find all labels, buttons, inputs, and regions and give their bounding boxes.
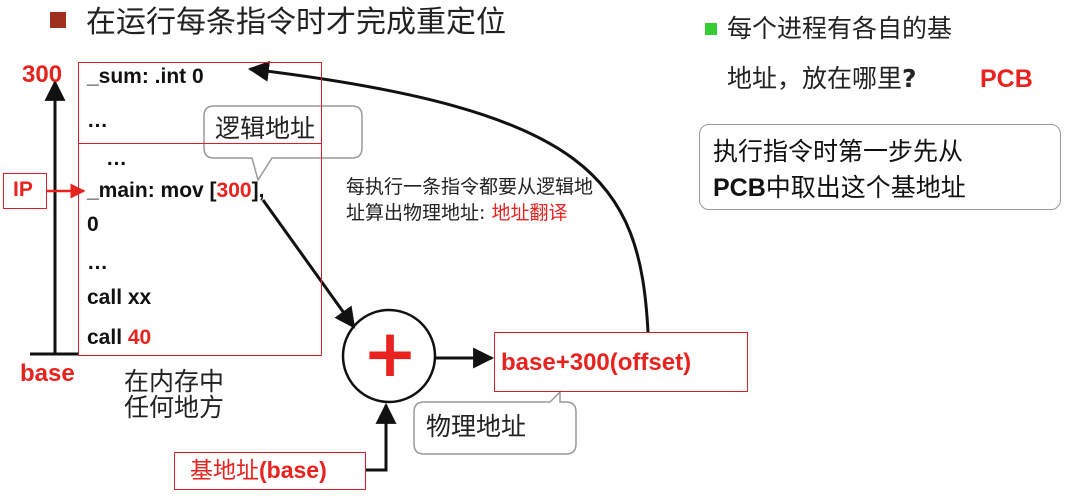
memory-caption-line1: 在内存中	[124, 367, 225, 396]
side-note-line2-text: 地址，放在哪里	[727, 64, 903, 93]
logical-address-callout-text: 逻辑地址	[215, 114, 316, 143]
top-address-label: 300	[22, 61, 63, 88]
code-call-offset: 40	[127, 326, 152, 349]
base-register-bold: (base)	[259, 457, 327, 483]
base-register-cjk: 基地址	[190, 458, 259, 484]
result-to-memory-curve	[247, 60, 650, 333]
memory-data-segment	[78, 62, 322, 144]
code-line-ellipsis-2: …	[106, 147, 127, 170]
pcb-explanation-box	[699, 124, 1061, 210]
memory-caption-line2: 任何地方	[124, 393, 225, 422]
slide-title: 在运行每条指令时才完成重定位	[86, 5, 506, 40]
code-line-call-xx: call xx	[87, 286, 152, 309]
base-register-box	[174, 452, 366, 490]
side-note-line2: 地址，放在哪里?	[727, 62, 917, 96]
adder-circle	[341, 308, 437, 404]
physical-address-result: base+300(offset)	[501, 349, 692, 376]
side-note-line1: 每个进程有各自的基	[727, 14, 953, 43]
pcb-box-line2-rest: 中取出这个基地址	[765, 173, 966, 202]
side-note-bullet	[705, 23, 717, 35]
title-bullet	[50, 12, 66, 28]
translation-explanation-line1: 每执行一条指令都要从逻辑地	[346, 176, 594, 198]
code-line-main-zero: 0	[87, 213, 99, 236]
adder-plus-sign: +	[362, 315, 418, 392]
code-main-suffix: ],	[251, 179, 265, 202]
physical-address-callout-text: 物理地址	[426, 412, 527, 441]
base-address-label: base	[20, 360, 75, 387]
physical-address-callout-shape	[413, 390, 577, 455]
code-main-offset: 300	[216, 179, 252, 202]
code-call-prefix: call	[87, 326, 128, 349]
translation-explanation-term: 地址翻译	[491, 202, 568, 224]
code-line-ellipsis-3: …	[87, 251, 108, 274]
code-line-call-40: call 40	[87, 325, 151, 351]
code-line-main: _main: mov [300],	[87, 178, 264, 204]
translation-explanation-prefix: 址算出物理地址:	[346, 202, 492, 224]
base-to-adder-arrow	[366, 402, 397, 472]
ip-register-label: IP	[13, 178, 33, 201]
translation-explanation-line2: 址算出物理地址: 地址翻译	[346, 200, 567, 226]
code-line-ellipsis-1: …	[87, 109, 108, 132]
side-note-answer: PCB	[980, 65, 1033, 93]
offset-to-adder-arrow	[261, 199, 356, 329]
pcb-box-line1: 执行指令时第一步先从	[713, 137, 964, 166]
code-line-sum: _sum: .int 0	[87, 65, 204, 88]
pcb-box-pcb-word: PCB	[713, 174, 766, 202]
ip-register-box	[3, 173, 47, 209]
physical-address-result-box	[494, 332, 748, 392]
pcb-box-line2: PCB中取出这个基地址	[713, 172, 966, 204]
base-register-label: 基地址(base)	[190, 455, 327, 486]
code-main-prefix: _main: mov [	[87, 179, 217, 202]
side-note-question-mark: ?	[902, 64, 917, 93]
